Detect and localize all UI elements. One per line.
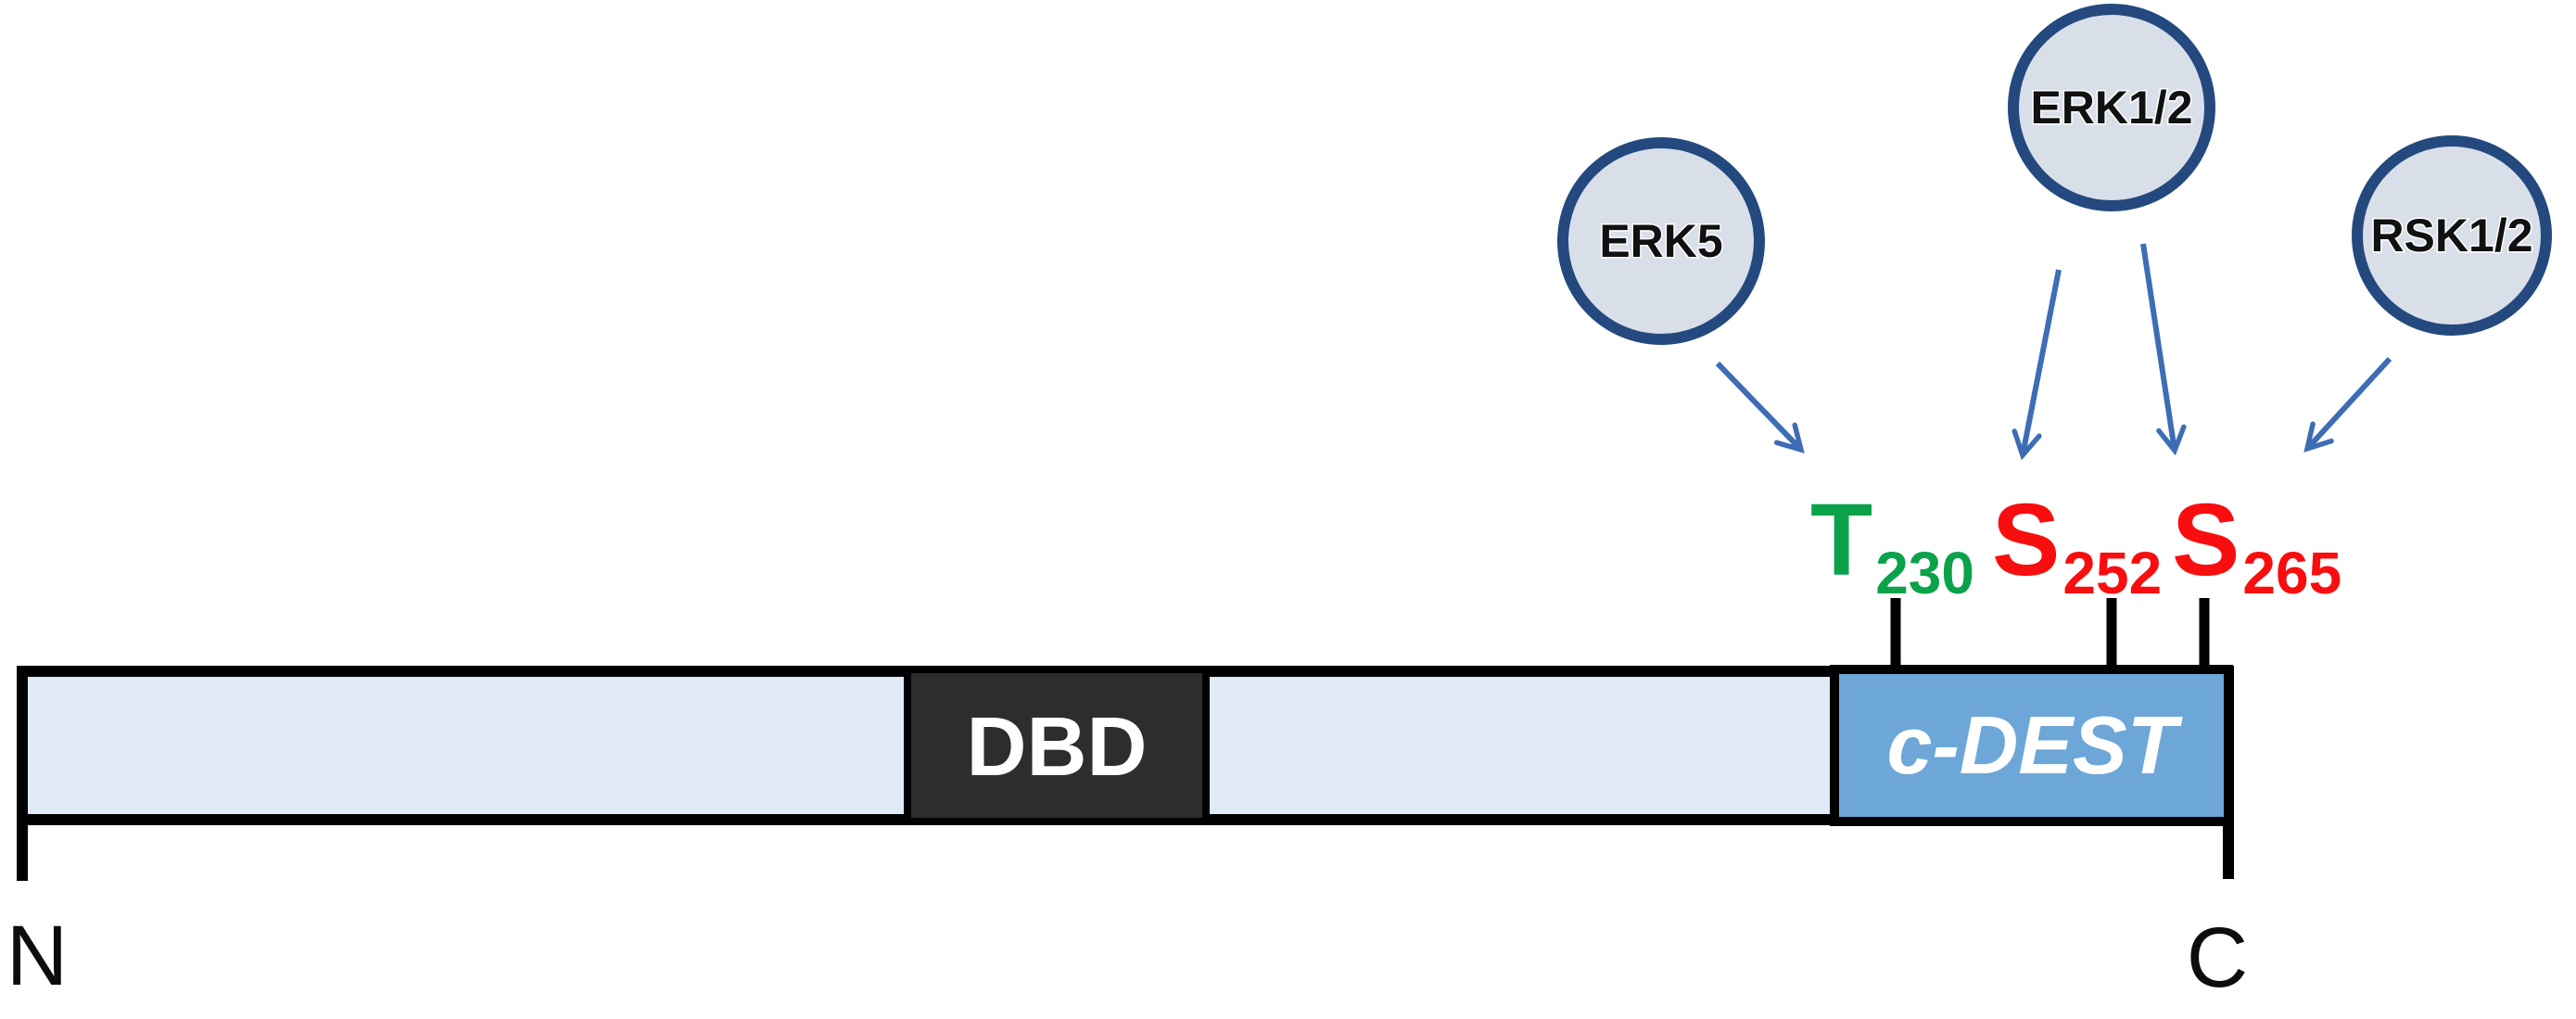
site-residue: S [2172,483,2240,597]
domain-labels: DBD c-DEST [967,699,2183,794]
protein-bar [17,665,2234,881]
site-label-t230: T230 [1810,483,1974,606]
kinase-circle [2352,135,2552,336]
site-labels: T230 S252 S265 [1810,483,2341,606]
site-label-s252: S252 [1992,483,2162,606]
site-position: 230 [1875,540,1974,606]
site-residue: T [1810,483,1872,597]
cdest-domain-label: c-DEST [1887,699,2183,791]
c-terminus-label: C [2187,911,2248,1005]
arrow-erk12-to-s252 [2023,269,2062,455]
kinase-arrows [1715,243,2392,455]
site-position: 252 [2062,540,2162,606]
kinase-label: ERK5 [1599,215,1722,267]
site-position: 265 [2242,540,2341,606]
cdest-domain [1830,665,2233,826]
kinase-erk5: ERK5 [1557,137,1765,345]
site-ticks [1890,598,2210,669]
kinase-rsk12: RSK1/2 [2352,135,2552,336]
kinase-label: ERK1/2 [2030,82,2192,134]
kinase-erk12: ERK1/2 [2008,4,2215,211]
site-residue: S [1992,483,2060,597]
kinase-circle [2008,4,2215,211]
kinase-label: RSK1/2 [2370,210,2532,261]
arrow-rsk12-to-s265 [2307,356,2392,449]
dbd-domain [904,666,1210,825]
terminus-labels: N C [6,909,2248,1005]
kinase-circle [1557,137,1765,345]
site-label-s265: S265 [2172,483,2341,606]
arrow-erk12-to-s265 [2140,243,2175,451]
arrow-erk5-to-t230 [1715,361,1801,450]
n-terminus-label: N [6,909,68,1003]
dbd-domain-label: DBD [967,701,1148,794]
